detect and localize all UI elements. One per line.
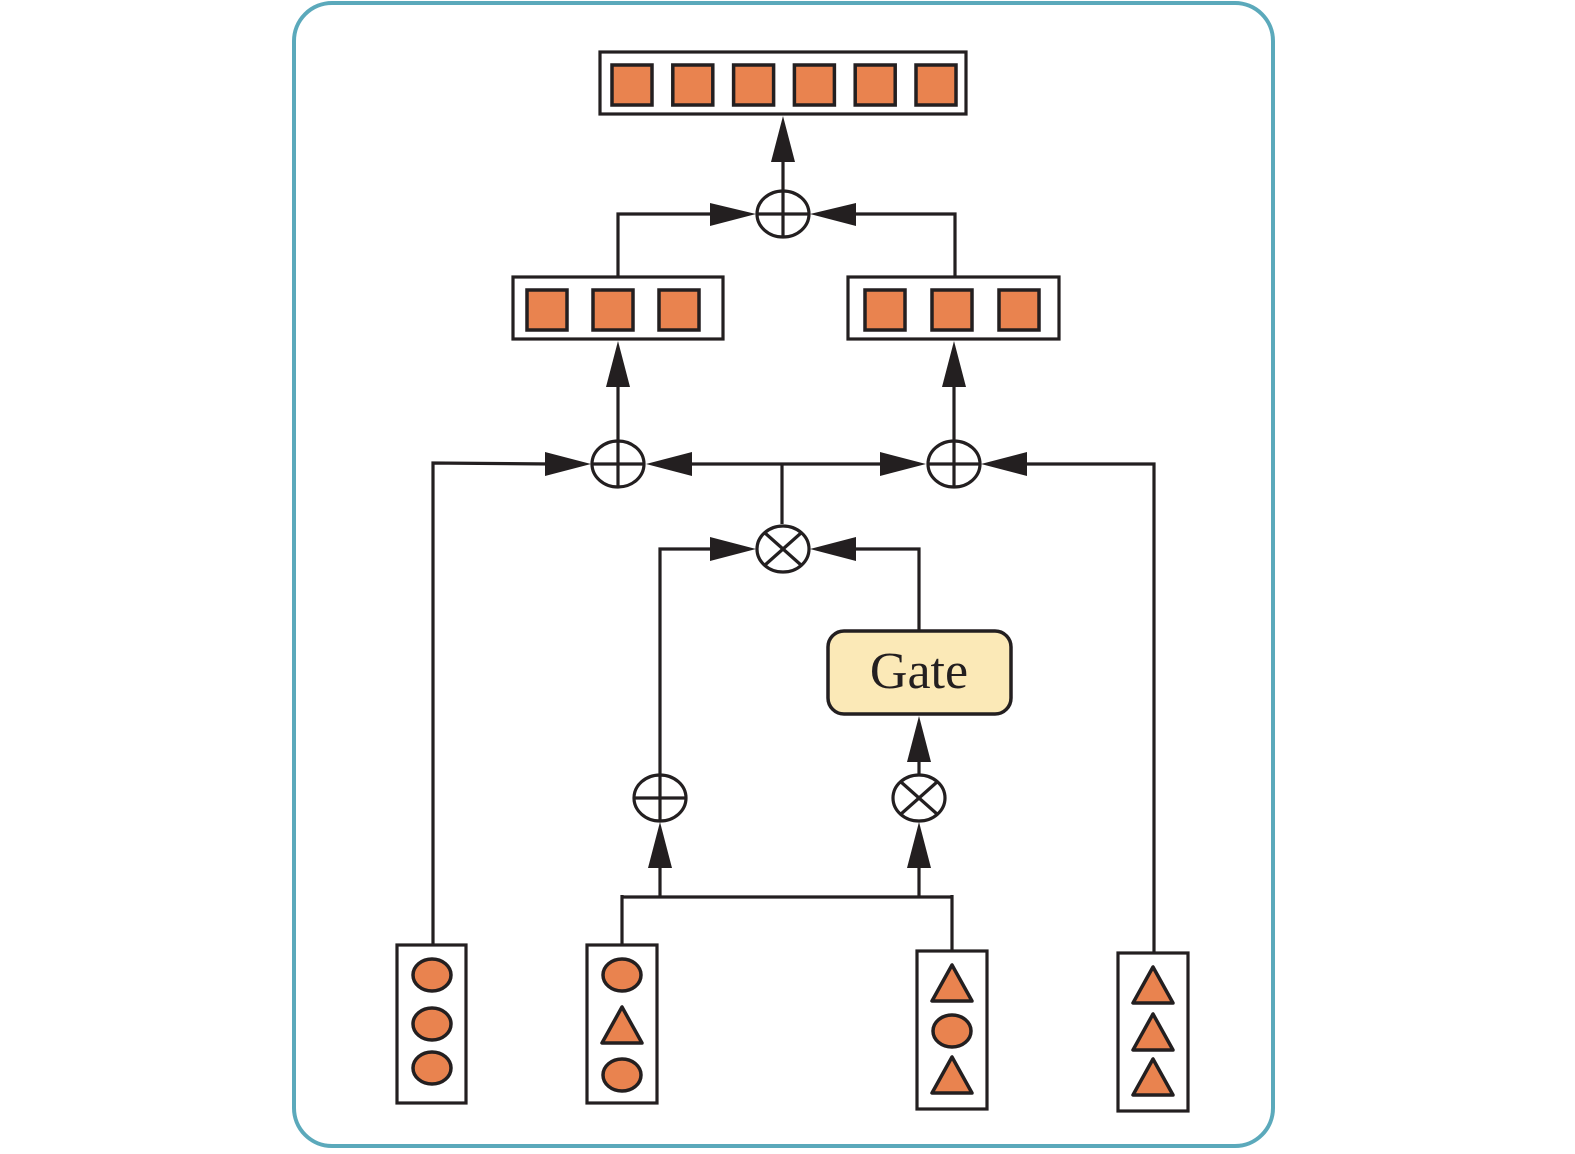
arrow-up-leftvec xyxy=(606,341,630,387)
gate-multiply-operator xyxy=(755,524,811,574)
arrow-up-bottommult xyxy=(907,822,931,868)
vector-cell xyxy=(657,288,701,332)
gate-block: Gate xyxy=(826,629,1013,716)
connectors xyxy=(431,150,1156,953)
inputs xyxy=(395,943,1190,1113)
operators xyxy=(590,189,982,823)
times-stroke-2 xyxy=(763,531,803,567)
vector-cell xyxy=(914,63,958,107)
vector-cell xyxy=(997,288,1041,332)
arrow-left-midleft xyxy=(646,452,692,476)
circle-token-icon xyxy=(601,1057,643,1093)
triangle-token-icon xyxy=(930,1055,974,1095)
circle-token-icon xyxy=(411,1050,453,1086)
line-leftvec-topadd xyxy=(616,212,716,277)
top-add-operator xyxy=(755,189,811,239)
input-4-vector xyxy=(1116,951,1190,1113)
line-input1-midleft xyxy=(431,461,553,945)
arrow-left-midright xyxy=(981,452,1027,476)
line-rightvec-topadd xyxy=(850,212,957,277)
vector-cell xyxy=(610,63,654,107)
right-vector-cells xyxy=(863,288,1041,332)
circle-token-icon xyxy=(601,957,643,993)
outer-frame xyxy=(292,1,1275,1148)
arrow-right-midleft xyxy=(545,452,591,476)
arrow-up-gate xyxy=(907,716,931,762)
arrowheads xyxy=(545,116,1027,868)
arrow-up-rightvec xyxy=(942,341,966,387)
vector-cell xyxy=(853,63,897,107)
output-vector-cells xyxy=(610,63,958,107)
times-stroke-2 xyxy=(899,780,939,816)
vector-cell xyxy=(792,63,837,107)
triangle-token-icon xyxy=(1131,965,1175,1005)
arrow-up-bottomadd xyxy=(648,822,672,868)
arrow-up-output xyxy=(771,116,795,162)
gate-label: Gate xyxy=(870,643,968,700)
mid-right-add-operator xyxy=(926,439,982,489)
vector-cell xyxy=(863,288,907,332)
arrow-right-topadd xyxy=(710,203,756,226)
line-gate-multiply xyxy=(850,547,921,630)
vector-cell xyxy=(731,63,776,107)
vector-cell xyxy=(930,288,974,332)
bottom-multiply-operator xyxy=(891,773,947,823)
arrow-right-midright xyxy=(880,452,926,476)
circle-token-icon xyxy=(931,1013,973,1049)
triangle-token-icon xyxy=(930,963,974,1003)
arrow-left-topadd xyxy=(810,203,856,226)
triangle-token-icon xyxy=(1131,1057,1175,1097)
gate-box xyxy=(826,629,1013,716)
arrow-right-multiply xyxy=(710,537,756,561)
vector-cell xyxy=(525,288,569,332)
input-2-vector xyxy=(585,943,659,1105)
left-vector-cells xyxy=(525,288,701,332)
triangle-token-icon xyxy=(1131,1012,1175,1052)
input-1-vector xyxy=(395,943,468,1105)
arrow-left-multiply xyxy=(810,537,856,561)
mid-left-add-operator xyxy=(590,439,646,489)
input-3-vector xyxy=(915,949,989,1111)
output-vector xyxy=(598,50,968,116)
vector-cell xyxy=(671,63,715,107)
line-bottomadd-multiply xyxy=(658,547,716,774)
circle-token-icon xyxy=(411,1006,453,1042)
line-input4-midright xyxy=(1020,462,1156,953)
circle-token-icon xyxy=(411,957,453,993)
vector-cell xyxy=(591,288,635,332)
triangle-token-icon xyxy=(600,1005,644,1045)
bottom-add-operator xyxy=(632,773,688,823)
